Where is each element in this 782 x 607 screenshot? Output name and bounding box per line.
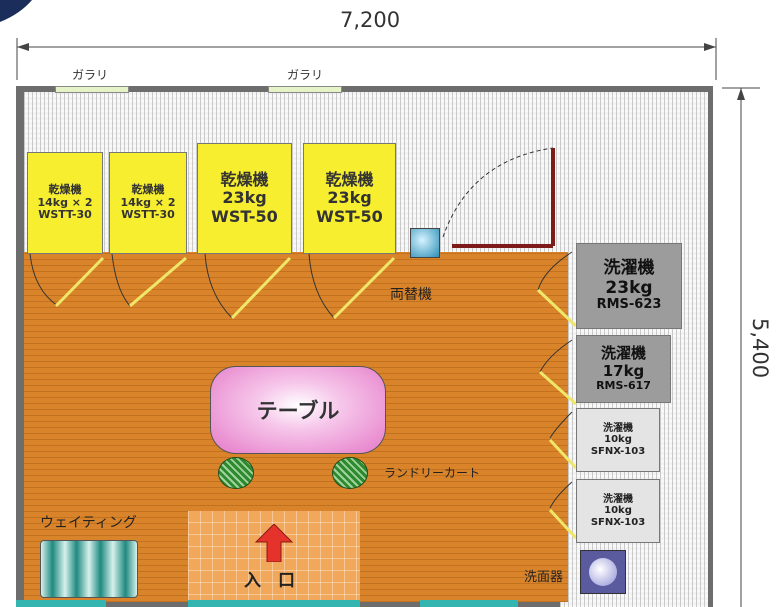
- washer-1-model: RMS-623: [596, 297, 662, 313]
- bottom-opening-entrance: [188, 600, 360, 607]
- washer-4-model: SFNX-103: [590, 516, 646, 528]
- dryer-4-capacity: 23kg: [327, 188, 372, 208]
- waiting-label: ウェイティング: [40, 515, 137, 531]
- dryer-3-model: WST-50: [211, 206, 278, 226]
- sink-basin-icon: [589, 558, 617, 586]
- entrance-arrow-icon: [254, 524, 294, 562]
- sink-label: 洗面器: [524, 570, 564, 585]
- dryer-2-model: WSTT-30: [121, 208, 175, 222]
- dryer-4-model: WST-50: [316, 206, 383, 226]
- dryer-2[interactable]: 乾燥機 14kg × 2 WSTT-30: [109, 152, 187, 254]
- washer-2-capacity: 17kg: [602, 361, 645, 380]
- dryer-3[interactable]: 乾燥機 23kg WST-50: [197, 143, 292, 254]
- bottom-opening-2: [420, 600, 518, 607]
- dryer-1-capacity: 14kg × 2: [37, 195, 93, 209]
- dryer-1[interactable]: 乾燥機 14kg × 2 WSTT-30: [27, 152, 103, 254]
- window-1: [55, 86, 129, 93]
- entrance-label: 入 口: [244, 571, 295, 591]
- laundry-cart-1[interactable]: [218, 457, 254, 489]
- dryer-1-title: 乾燥機: [48, 183, 82, 197]
- laundry-cart-label: ランドリーカート: [384, 466, 481, 480]
- washer-4-capacity: 10kg: [604, 505, 632, 517]
- washer-3-capacity: 10kg: [604, 434, 632, 446]
- dryer-2-title: 乾燥機: [131, 183, 165, 197]
- washer-1-title: 洗濯機: [603, 257, 655, 278]
- waiting-bench[interactable]: [40, 540, 138, 598]
- dryer-2-capacity: 14kg × 2: [120, 195, 176, 209]
- changer-machine[interactable]: [410, 228, 440, 258]
- washer-2-model: RMS-617: [596, 378, 651, 392]
- sink[interactable]: [580, 550, 626, 594]
- bottom-opening-1: [16, 600, 106, 607]
- dryer-4[interactable]: 乾燥機 23kg WST-50: [303, 143, 396, 254]
- washer-1[interactable]: 洗濯機 23kg RMS-623: [576, 243, 682, 329]
- width-dimension-label: 7,200: [340, 8, 401, 32]
- dryer-1-model: WSTT-30: [38, 208, 92, 222]
- laundry-cart-2[interactable]: [332, 457, 368, 489]
- window-label-1: ガラリ: [72, 68, 109, 82]
- washer-1-capacity: 23kg: [605, 277, 653, 298]
- table[interactable]: テーブル: [210, 366, 386, 454]
- table-label: テーブル: [256, 399, 340, 423]
- dryer-3-title: 乾燥機: [220, 169, 269, 189]
- washer-3-title: 洗濯機: [603, 422, 633, 434]
- washer-4[interactable]: 洗濯機 10kg SFNX-103: [576, 479, 660, 543]
- window-label-2: ガラリ: [287, 68, 324, 82]
- washer-4-title: 洗濯機: [603, 493, 633, 505]
- dryer-4-title: 乾燥機: [325, 169, 374, 189]
- washer-2[interactable]: 洗濯機 17kg RMS-617: [576, 335, 671, 403]
- changer-label: 両替機: [390, 287, 432, 303]
- washer-3-model: SFNX-103: [590, 445, 646, 457]
- washer-2-title: 洗濯機: [600, 344, 646, 363]
- dryer-3-capacity: 23kg: [222, 188, 267, 208]
- entrance-mat: [188, 511, 360, 607]
- washer-3[interactable]: 洗濯機 10kg SFNX-103: [576, 408, 660, 472]
- window-2: [268, 86, 342, 93]
